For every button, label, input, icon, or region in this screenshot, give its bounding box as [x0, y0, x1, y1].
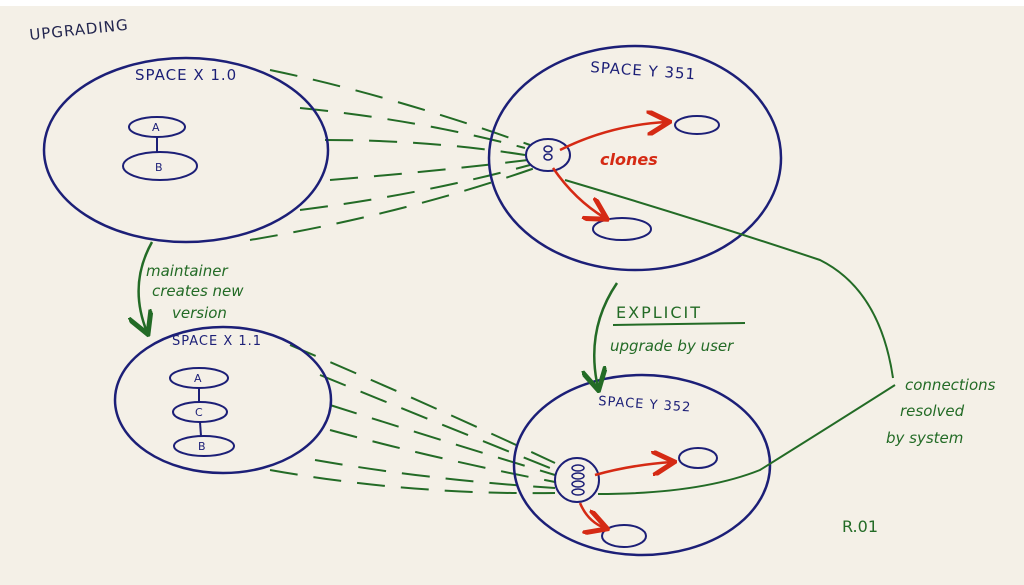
- space-x-1-1-label: SPACE X 1.1: [172, 334, 262, 349]
- explicit-label: EXPLICIT: [616, 303, 702, 322]
- space-x-1-0-label: SPACE X 1.0: [135, 66, 237, 84]
- connections-note-line-1: connections: [905, 376, 996, 394]
- explicit-underline: [612, 322, 746, 326]
- connection-line-y351: [564, 179, 894, 379]
- nested-node: [571, 488, 585, 496]
- nested-node: [571, 464, 585, 472]
- connections-note-line-2: resolved: [900, 402, 965, 420]
- connections-note-line-3: by system: [886, 429, 963, 447]
- space-y-351-boundary: [487, 44, 783, 272]
- space-y-352: SPACE Y 352: [512, 373, 772, 557]
- space-x-1-1-boundary: [113, 325, 333, 475]
- nested-space-container: [554, 457, 600, 503]
- clone-target-bottom: [601, 524, 647, 548]
- nested-space-container: [525, 138, 571, 172]
- clone-arrow-bottom: [578, 502, 605, 528]
- clone-arrow-top: [594, 462, 672, 477]
- paper-top-edge: [0, 0, 1024, 6]
- space-y-352-label: SPACE Y 352: [598, 394, 692, 415]
- clone-target-top: [674, 115, 720, 135]
- nested-node: [571, 480, 585, 488]
- node-c-label: C: [195, 406, 203, 419]
- upgrade-by-user-label: upgrade by user: [610, 337, 734, 355]
- upgrade-note: EXPLICIT upgrade by user: [610, 303, 746, 355]
- space-y-352-boundary: [512, 373, 772, 557]
- space-x-1-0-boundary: [42, 56, 330, 244]
- version-arrow: [139, 241, 152, 332]
- space-y-351: SPACE Y 351 clones: [487, 44, 783, 272]
- dashed-links-x11-to-y352: [269, 344, 556, 495]
- space-y-351-label: SPACE Y 351: [590, 58, 697, 83]
- connection-line-y352: [597, 384, 896, 495]
- connections-note: connections resolved by system: [886, 376, 996, 447]
- clone-arrow-bottom: [551, 167, 605, 218]
- node-a-label: A: [152, 121, 160, 134]
- node-b: [173, 435, 235, 457]
- dashed-links-x10-to-y351: [249, 69, 536, 241]
- diagram-title: UPGRADING: [29, 16, 130, 44]
- nested-node: [571, 472, 585, 480]
- nested-node: [543, 145, 553, 153]
- nested-node: [543, 153, 553, 161]
- maintainer-note-line-3: version: [172, 304, 227, 322]
- space-x-1-0: SPACE X 1.0 A B: [42, 56, 330, 244]
- node-b-label: B: [198, 440, 206, 453]
- node-b-label: B: [155, 161, 163, 174]
- space-x-1-1: SPACE X 1.1 A C B: [113, 325, 333, 475]
- clone-arrow-top: [559, 122, 667, 152]
- clone-target-top: [678, 447, 718, 469]
- node-a-label: A: [194, 372, 202, 385]
- maintainer-note: maintainer creates new version: [146, 262, 244, 322]
- clone-target-bottom: [592, 217, 652, 241]
- clones-label: clones: [600, 150, 658, 169]
- maintainer-note-line-2: creates new: [152, 282, 244, 300]
- maintainer-note-line-1: maintainer: [146, 262, 228, 280]
- node-b: [122, 151, 198, 181]
- node-link: [199, 421, 202, 437]
- upgrade-arrow: [594, 282, 619, 388]
- signature: R.01: [842, 517, 878, 536]
